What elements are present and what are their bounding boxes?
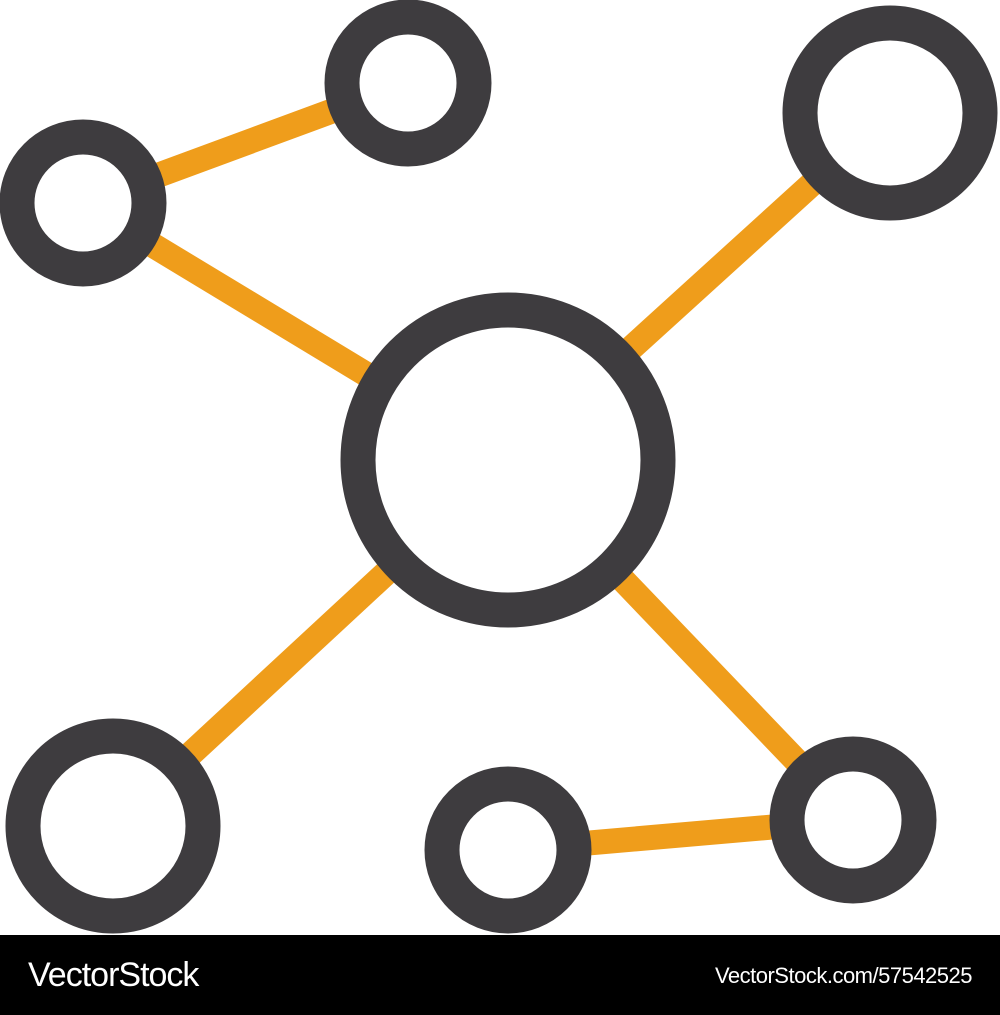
node-bottom-right	[769, 736, 937, 904]
vectorstock-logo: VectorStock	[28, 956, 199, 994]
image-credit-text: VectorStock.com/57542525	[714, 963, 973, 988]
node-top-small	[324, 0, 492, 167]
node-center	[340, 292, 676, 628]
node-bottom-left	[5, 718, 221, 934]
node-bottom-middle	[424, 766, 592, 934]
network-nodes-icon	[0, 0, 998, 934]
watermark-footer-bar: VectorStock VectorStock.com/57542525	[0, 935, 1000, 1015]
node-top-left	[0, 119, 167, 287]
node-top-right	[782, 5, 998, 221]
network-icon-artwork	[0, 0, 998, 934]
